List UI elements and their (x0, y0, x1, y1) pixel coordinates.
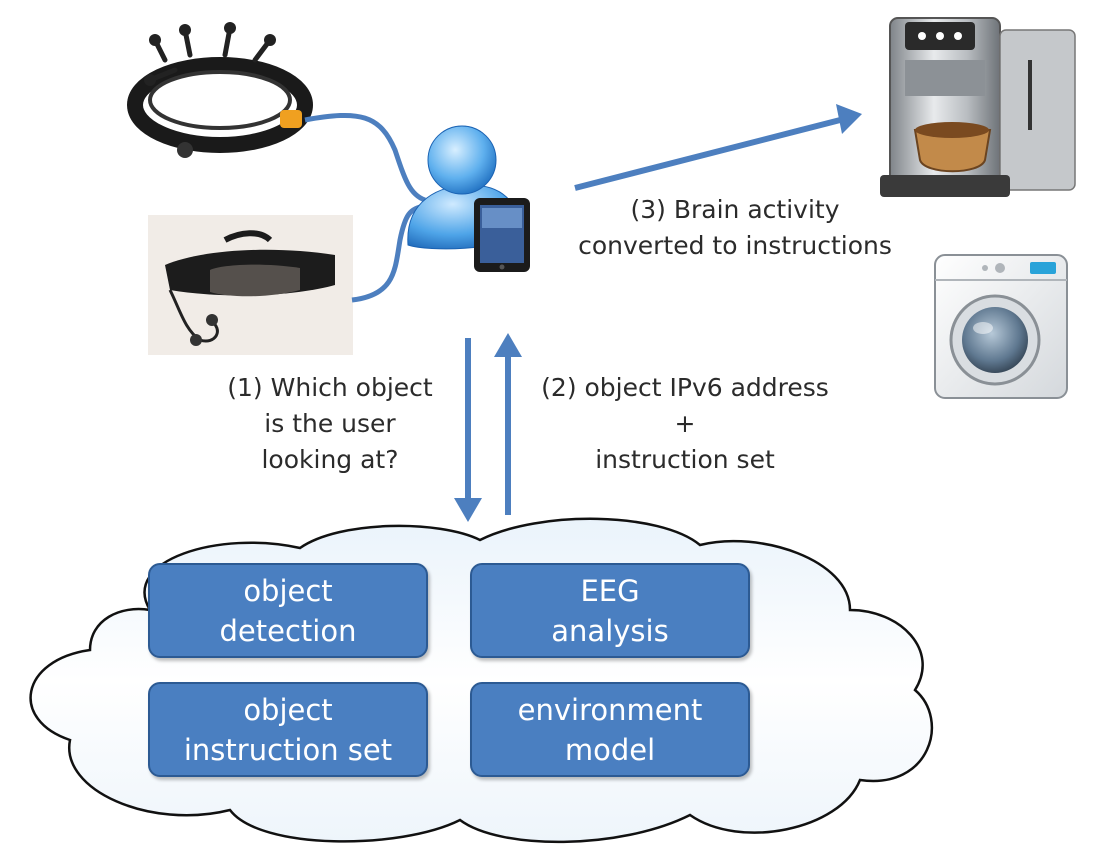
module-eeg-analysis-line2: analysis (551, 613, 669, 648)
module-object-detection-line1: object (243, 573, 333, 608)
step1-line3: looking at? (261, 445, 399, 474)
module-eeg-analysis: EEG analysis (470, 563, 750, 658)
module-environment-model: environment model (470, 682, 750, 777)
step1-line1: (1) Which object (227, 373, 433, 402)
step3-label: (3) Brain activity converted to instruct… (560, 192, 910, 264)
step2-line2: + (674, 409, 696, 438)
step2-line1: (2) object IPv6 address (541, 373, 829, 402)
step2-line3: instruction set (595, 445, 775, 474)
module-object-instruction-set: object instruction set (148, 682, 428, 777)
step1-line2: is the user (264, 409, 396, 438)
step1-label: (1) Which object is the user looking at? (200, 370, 460, 478)
module-object-instruction-set-line1: object (243, 692, 333, 727)
module-eeg-analysis-line1: EEG (580, 573, 640, 608)
module-object-instruction-set-line2: instruction set (183, 732, 393, 767)
eye-tracking-glasses-icon (148, 215, 353, 355)
module-environment-model-line2: model (564, 732, 656, 767)
step3-line2: converted to instructions (578, 231, 892, 260)
eeg-headset-icon (127, 22, 313, 158)
module-object-detection-line2: detection (219, 613, 357, 648)
step3-line1: (3) Brain activity (630, 195, 840, 224)
module-environment-model-line1: environment (517, 692, 703, 727)
washing-machine-icon (934, 254, 1068, 399)
step2-label: (2) object IPv6 address + instruction se… (520, 370, 850, 478)
module-object-detection: object detection (148, 563, 428, 658)
coffee-machine-icon (880, 17, 1076, 197)
tablet-icon (474, 198, 530, 272)
